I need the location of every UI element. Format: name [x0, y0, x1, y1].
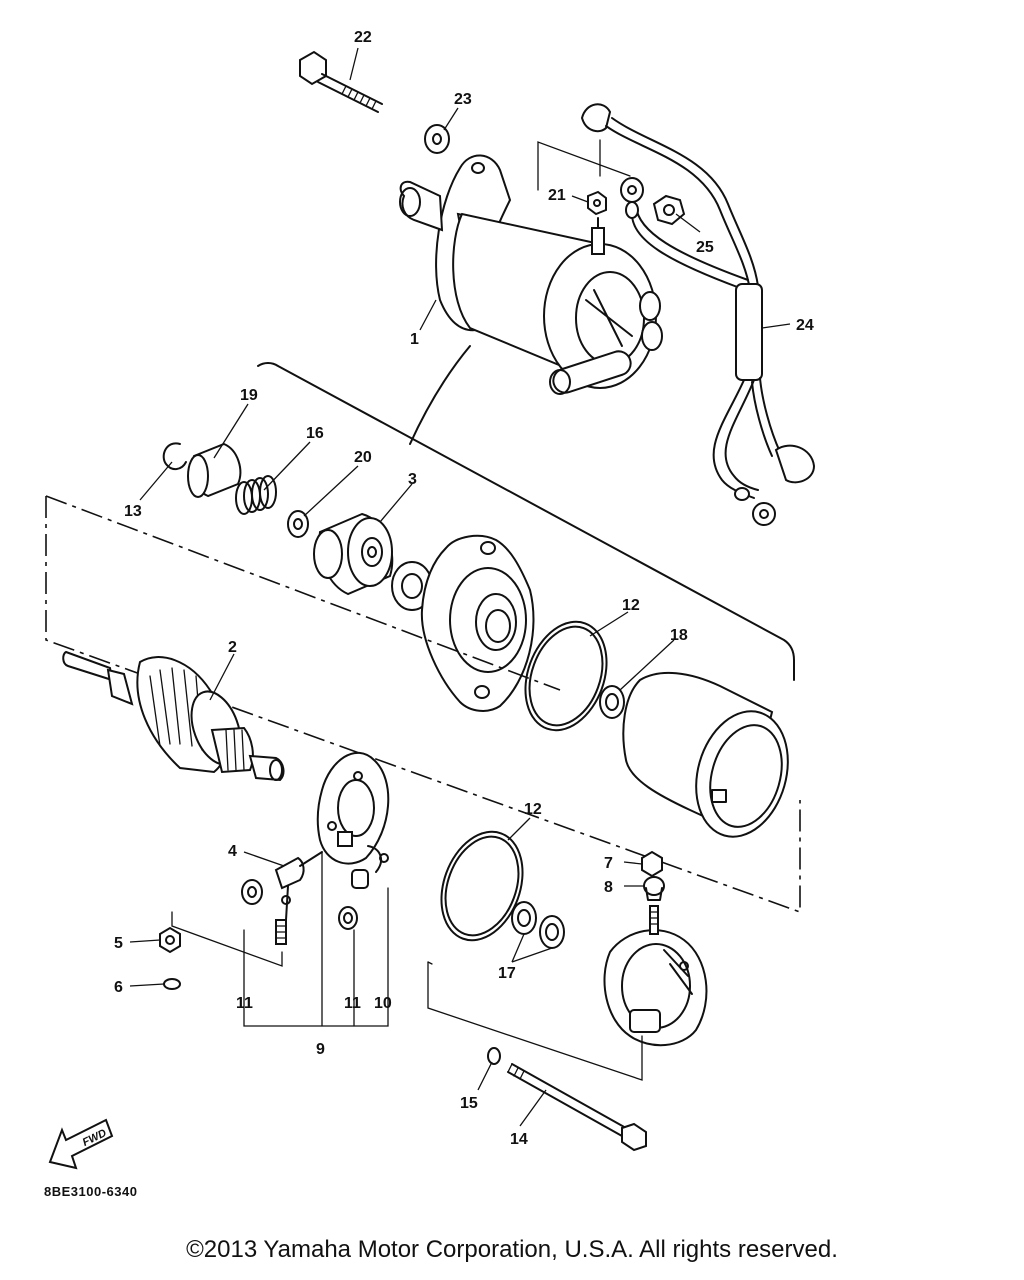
part-yoke-housing: [622, 671, 789, 838]
fwd-arrow-icon: FWD: [48, 1118, 114, 1170]
callout-12-bottom: 12: [524, 801, 542, 818]
callout-11-left: 11: [236, 995, 253, 1012]
callout-labels: 22 23 21 25 24 1 19 16 20 3 13 12 18 2 1…: [114, 29, 814, 1148]
copyright-notice: ©2013 Yamaha Motor Corporation, U.S.A. A…: [186, 1236, 838, 1263]
part-circlip-13: [162, 442, 187, 470]
part-washer-20: [287, 510, 309, 538]
callout-14: 14: [510, 1131, 528, 1148]
part-nut-25: [652, 194, 686, 226]
part-o-ring-12-top: [524, 620, 608, 732]
callout-20: 20: [354, 449, 372, 466]
part-nut-11-right: [338, 906, 358, 930]
part-cable-24: [580, 103, 816, 526]
callout-17: 17: [498, 965, 516, 982]
part-nut-11-left: [241, 879, 263, 905]
part-bolt-22: [299, 50, 383, 113]
callout-12-top: 12: [622, 597, 640, 614]
part-washer-cable: [620, 177, 644, 203]
diagram-code: 8BE3100-6340: [44, 1184, 138, 1199]
part-washer-6: [163, 978, 181, 990]
leader-lines: [129, 47, 791, 1127]
part-through-bolt-14: [507, 1063, 647, 1152]
callout-24: 24: [796, 317, 814, 334]
callout-18: 18: [670, 627, 688, 644]
callout-3: 3: [408, 471, 417, 488]
part-brush-holder-4: [274, 851, 323, 945]
part-washer-23: [424, 124, 450, 154]
part-armature-2: [62, 650, 285, 782]
part-front-cover: [420, 534, 535, 712]
callout-4: 4: [228, 843, 237, 860]
callout-10: 10: [374, 995, 392, 1012]
callout-2: 2: [228, 639, 237, 656]
part-washer-15: [487, 1047, 501, 1065]
part-shims-17: [511, 901, 565, 949]
callout-25: 25: [696, 239, 714, 256]
callout-13: 13: [124, 503, 142, 520]
part-brush-plate: [316, 751, 390, 889]
part-bushing-8: [643, 876, 665, 901]
callout-16: 16: [306, 425, 324, 442]
part-spring-16: [235, 475, 277, 515]
callout-11-right: 11: [344, 995, 361, 1012]
part-washer-18: [599, 685, 625, 719]
part-o-ring-12-bottom: [440, 830, 524, 942]
callout-21: 21: [548, 187, 566, 204]
callout-19: 19: [240, 387, 258, 404]
part-bolt-5: [159, 926, 181, 954]
callout-22: 22: [354, 29, 372, 46]
part-rear-cover: [603, 905, 708, 1047]
callout-23: 23: [454, 91, 472, 108]
callout-15: 15: [460, 1095, 478, 1112]
callout-7: 7: [604, 855, 613, 872]
part-collar-19: [187, 442, 242, 498]
part-nut-7: [641, 850, 663, 878]
callout-1: 1: [410, 331, 419, 348]
callout-5: 5: [114, 935, 123, 952]
callout-8: 8: [604, 879, 613, 896]
callout-6: 6: [114, 979, 123, 996]
part-starter-motor-1: [399, 154, 663, 395]
part-clutch-3: [313, 512, 394, 596]
part-nut-21: [587, 190, 607, 216]
callout-9: 9: [316, 1041, 325, 1058]
